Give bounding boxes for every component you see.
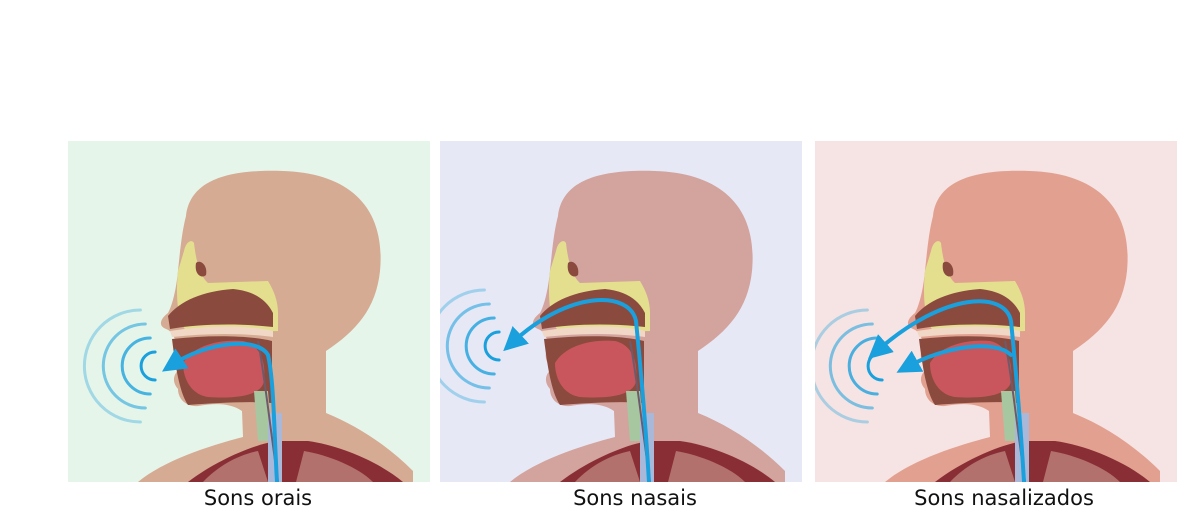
sound-wave: [828, 322, 874, 410]
sound-wave: [101, 322, 147, 410]
nasal-cavity: [168, 289, 273, 329]
caption-nasal-sounds: Sons nasais: [573, 486, 697, 510]
left-lung: [575, 451, 640, 482]
sinus-pocket: [567, 261, 579, 277]
sound-wave: [440, 288, 486, 404]
caption-oral-sounds: Sons orais: [203, 486, 313, 510]
sinus-pocket: [942, 261, 954, 277]
sound-wave: [815, 308, 869, 424]
tongue: [183, 340, 265, 398]
nasal-cavity: [915, 289, 1020, 329]
right-lung: [296, 451, 373, 482]
left-lung: [950, 451, 1015, 482]
tongue: [555, 340, 637, 398]
palate: [917, 326, 1020, 337]
sound-wave: [464, 316, 496, 376]
caption-nasalized-sounds: Sons nasalizados: [914, 486, 1094, 510]
sound-wave: [139, 350, 157, 382]
tongue: [930, 340, 1012, 398]
sound-wave: [445, 302, 491, 390]
sound-wave: [483, 330, 501, 362]
panel-nasalized-sounds: [815, 141, 1177, 482]
sound-wave: [82, 308, 142, 424]
nasal-cavity: [540, 289, 645, 329]
panel-nasal-sounds: [440, 141, 802, 482]
nasalized-sounds-illustration: [815, 141, 1177, 482]
sound-wave: [847, 336, 879, 396]
sound-wave: [120, 336, 152, 396]
palate: [542, 326, 645, 337]
left-lung: [203, 451, 268, 482]
airflow-nasal: [503, 298, 651, 482]
sinus-pocket: [195, 261, 207, 277]
palate: [170, 326, 273, 337]
oral-sounds-illustration: [68, 141, 430, 482]
right-lung: [668, 451, 745, 482]
airflow-nasal: [867, 299, 1026, 482]
panel-oral-sounds: [68, 141, 430, 482]
airflow-oral: [162, 341, 279, 482]
right-lung: [1043, 451, 1120, 482]
airflow-oral: [896, 344, 1013, 373]
sound-wave: [866, 350, 884, 382]
nasal-sounds-illustration: [440, 141, 802, 482]
